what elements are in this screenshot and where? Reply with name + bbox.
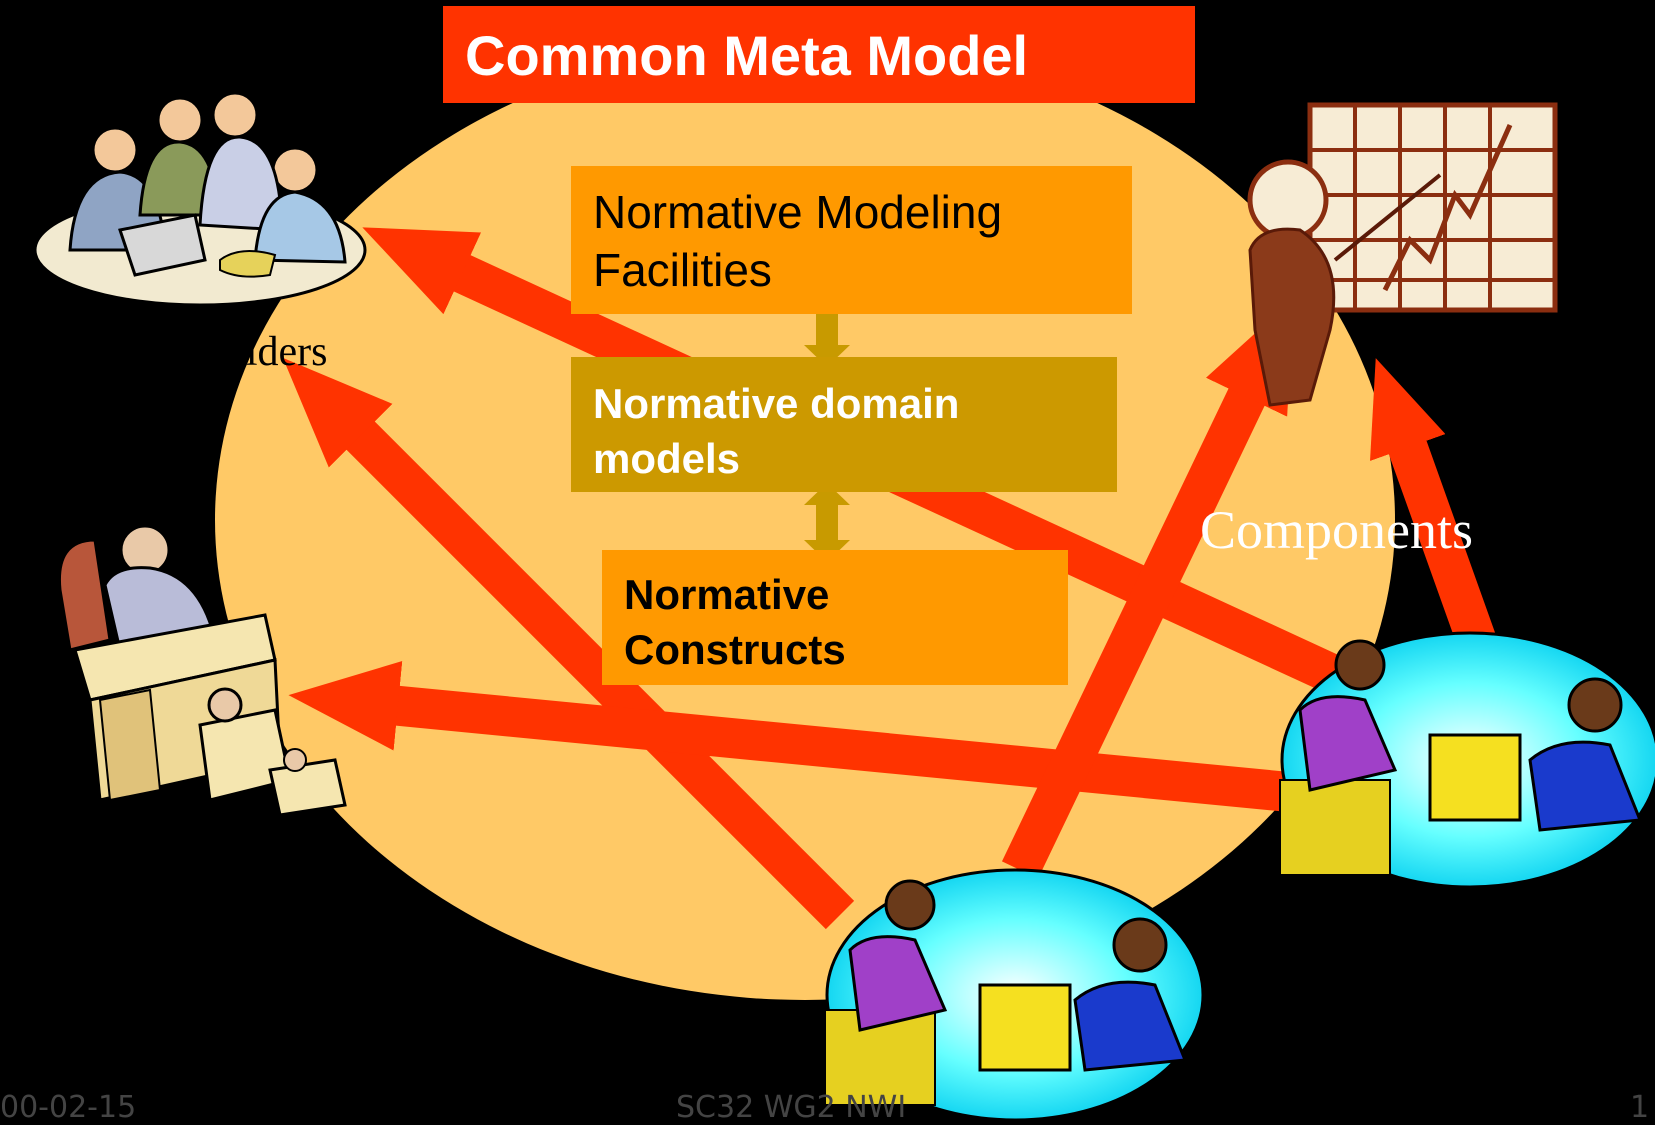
label-solution-providers: Solution providers: [16, 329, 328, 375]
diagram-title: Common Meta Model: [443, 6, 1195, 103]
box-domain-models-line2: models: [593, 434, 741, 482]
label-components: Components: [1200, 500, 1474, 560]
label-asp-line1: Application: [48, 878, 247, 924]
presenter-chart-icon: [1247, 102, 1558, 407]
connector-lower: [804, 483, 850, 562]
box-domain-models-line1: Normative domain: [593, 380, 960, 427]
arrow-vendor-to-endusers: [1370, 358, 1499, 657]
people-meeting-icon: [33, 91, 367, 307]
box-constructs: Normative Constructs: [602, 550, 1068, 685]
label-asp-line2: service providers: [48, 936, 337, 982]
footer-date: 00-02-15: [0, 1090, 137, 1125]
handshake-box-icon-bottom: [824, 868, 1205, 1122]
footer-page: 1: [1630, 1090, 1650, 1125]
box-constructs-line2: Constructs: [624, 625, 846, 673]
label-application-service-providers: Application service providers: [48, 872, 336, 988]
box-domain-models: Normative domain models: [571, 357, 1117, 492]
arrow-vendor-to-asp: [288, 660, 1322, 815]
box-constructs-line1: Normative: [624, 571, 830, 618]
label-component-vendors: Component vendors: [1200, 937, 1540, 983]
handshake-box-icon: [1279, 631, 1655, 889]
box-modeling-facilities-line2: Facilities: [593, 243, 772, 296]
arrow-bottom-to-endusers: [1001, 298, 1295, 879]
box-modeling-facilities-line1: Normative Modeling: [593, 186, 1003, 238]
desk-worker-icon: [57, 524, 347, 817]
label-end-users: End users: [1375, 56, 1540, 102]
arrow-bottom-to-solution: [282, 357, 855, 930]
footer-center: SC32 WG2 NWI: [676, 1090, 907, 1125]
box-modeling-facilities: Normative Modeling Facilities: [571, 166, 1132, 314]
